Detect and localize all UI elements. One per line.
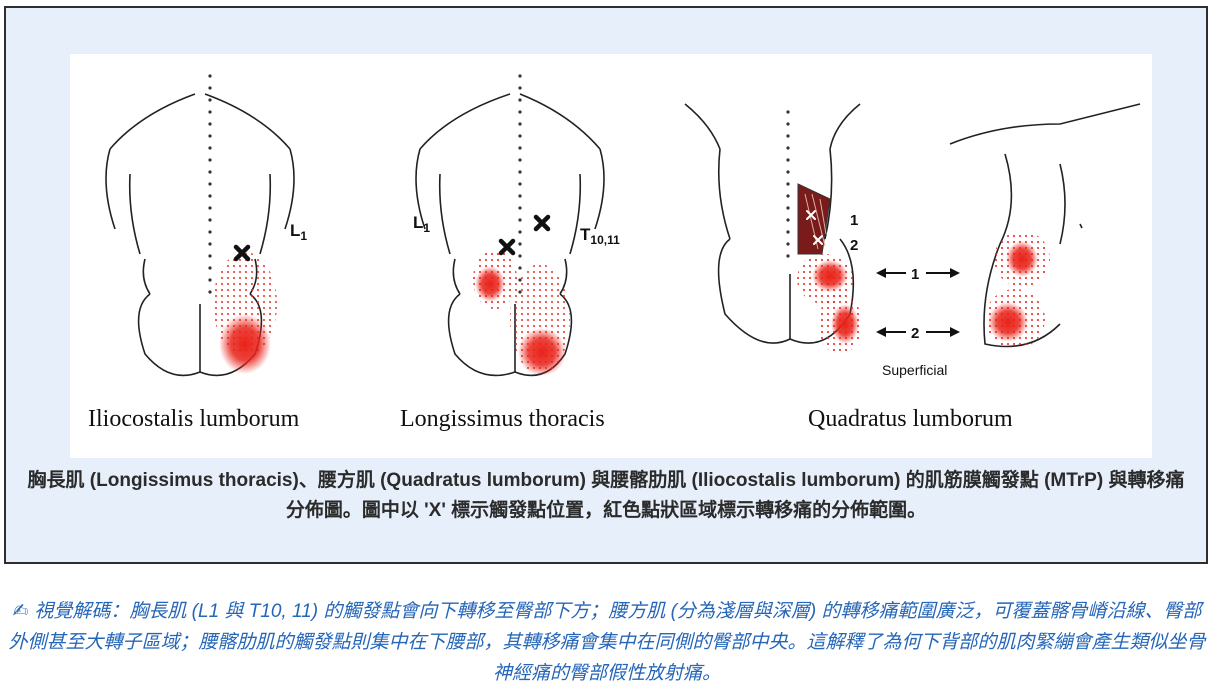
- label-t10-11: T10,11: [580, 225, 620, 247]
- anatomy-illustration: L1: [70, 54, 1152, 458]
- referred-pain-area-4: [985, 231, 1050, 349]
- label-l1-b: L1: [413, 213, 430, 235]
- label-layer-2: 2: [850, 237, 858, 254]
- referred-pain-area-1: [213, 252, 277, 374]
- trigger-point-x-3: [806, 210, 823, 245]
- spine-dots-2: [518, 74, 522, 294]
- trigger-point-x-1: [233, 244, 251, 262]
- caption-iliocostalis: Iliocostalis lumborum: [88, 406, 300, 432]
- quadratus-back-figure: [684, 103, 861, 344]
- visual-decoding-note: ✍視覺解碼：胸長肌 (L1 與 T10, 11) 的觸發點會向下轉移至臀部下方；…: [8, 596, 1206, 689]
- arrow-label-2: 2: [911, 325, 919, 342]
- writing-hand-icon: ✍: [12, 601, 29, 622]
- longissimus-figure: [415, 93, 605, 377]
- trigger-point-x-2: [498, 214, 551, 256]
- label-layer-1: 1: [850, 212, 858, 229]
- label-l1-a: L1: [290, 221, 307, 243]
- figure-frame: L1: [4, 6, 1208, 564]
- quadratus-side-figure: [949, 103, 1141, 348]
- caption-longissimus: Longissimus thoracis: [400, 406, 605, 432]
- spine-dots-1: [208, 74, 212, 294]
- referred-pain-area-2: [473, 249, 570, 376]
- label-superficial: Superficial: [882, 362, 947, 378]
- arrow-1: [876, 268, 960, 278]
- referred-pain-area-3: [797, 254, 862, 354]
- arrow-label-1: 1: [911, 266, 919, 283]
- note-text: 視覺解碼：胸長肌 (L1 與 T10, 11) 的觸發點會向下轉移至臀部下方；腰…: [8, 601, 1206, 684]
- figure-caption: 胸長肌 (Longissimus thoracis)、腰方肌 (Quadratu…: [27, 470, 1185, 521]
- arrow-2: [876, 327, 960, 337]
- spine-dots-3: [786, 110, 790, 258]
- caption-quadratus: Quadratus lumborum: [808, 406, 1013, 432]
